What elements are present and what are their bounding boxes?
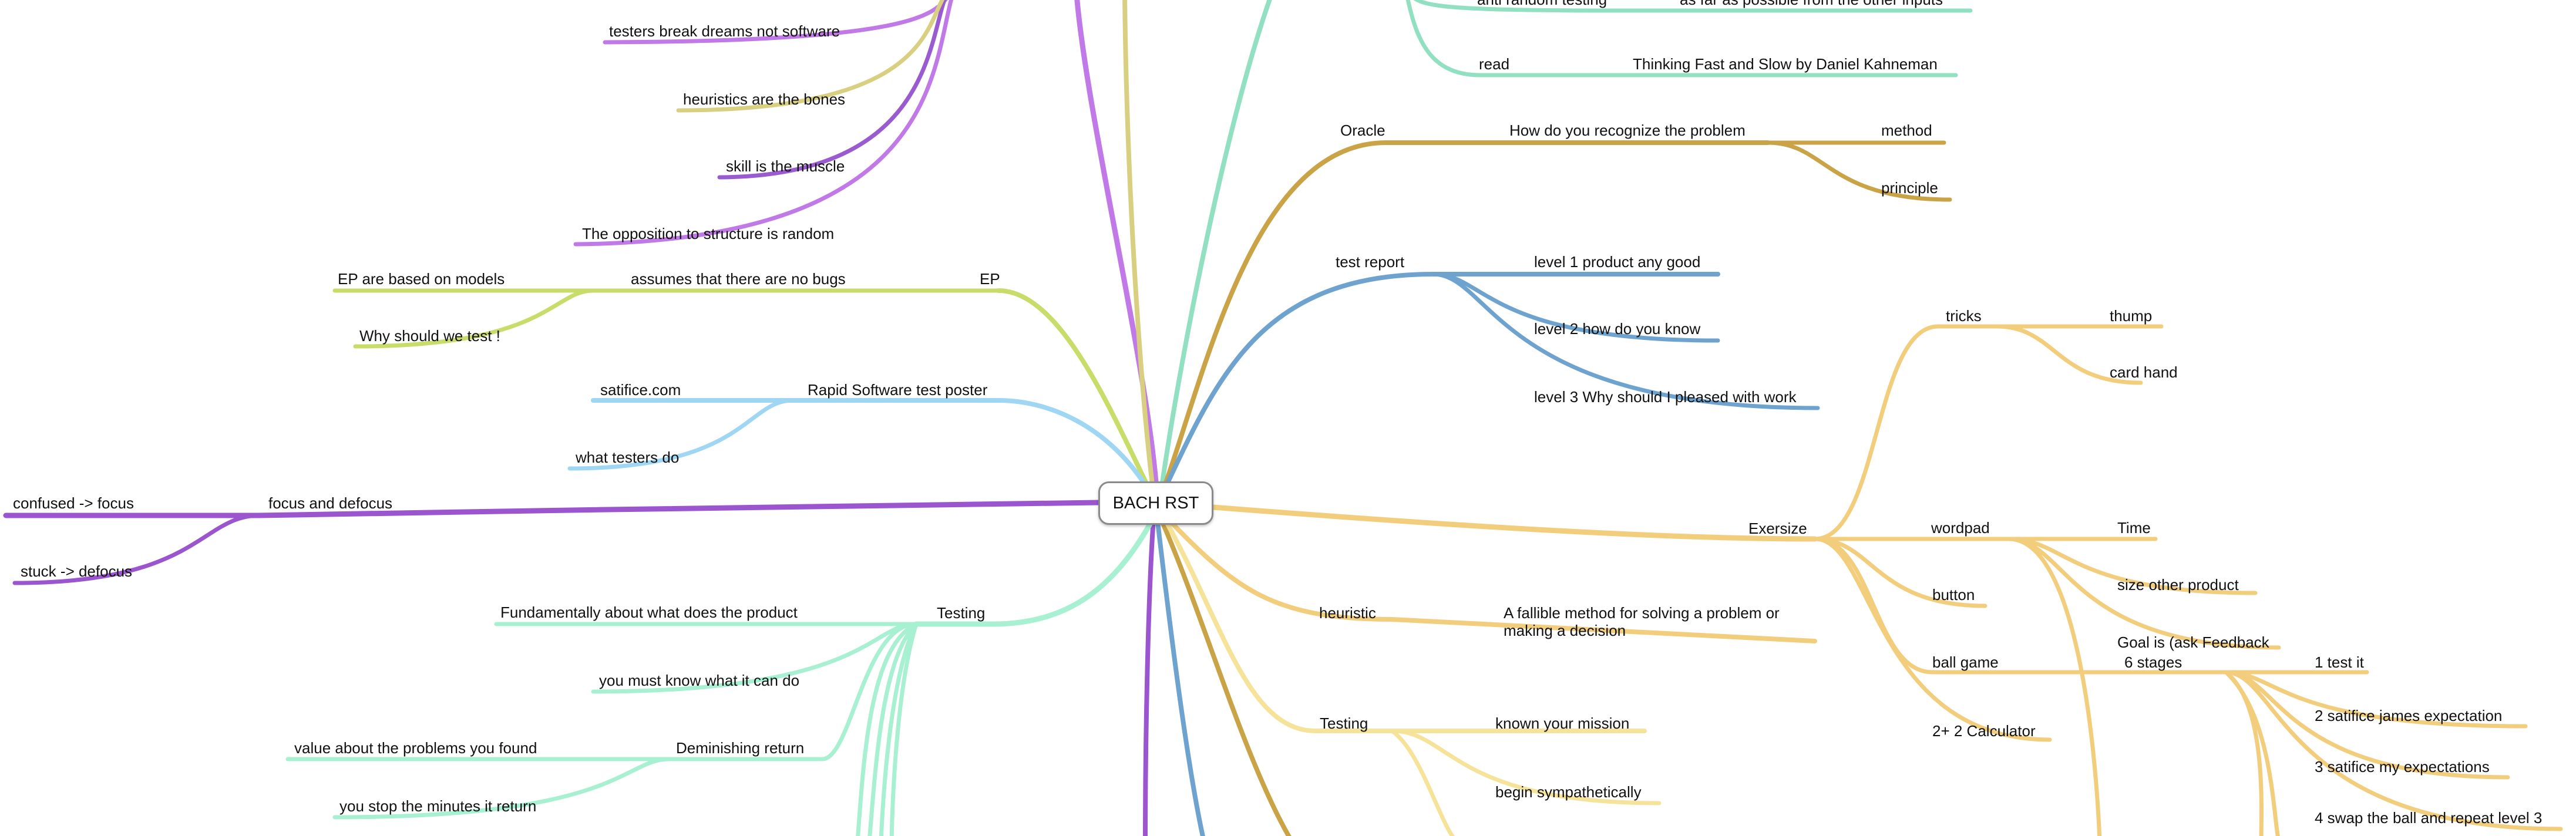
node-level3[interactable]: level 3 Why should I pleased with work bbox=[1534, 388, 1797, 406]
node-thump[interactable]: thump bbox=[2110, 307, 2153, 325]
branch-violet-down bbox=[1143, 508, 1156, 836]
node-principle[interactable]: principle bbox=[1881, 179, 1938, 197]
node-testing-left[interactable]: Testing bbox=[937, 604, 986, 622]
node-as-far[interactable]: as far as possible from the other inputs bbox=[1680, 0, 1943, 8]
node-rapid-poster[interactable]: Rapid Software test poster bbox=[808, 381, 988, 399]
branch-anti-random bbox=[1413, 0, 1973, 13]
node-card-hand[interactable]: card hand bbox=[2110, 363, 2178, 381]
node-opposition-random[interactable]: The opposition to structure is random bbox=[582, 225, 835, 242]
node-fundamentally[interactable]: Fundamentally about what does the produc… bbox=[500, 604, 798, 621]
node-recognize-problem[interactable]: How do you recognize the problem bbox=[1509, 122, 1746, 139]
node-heuristic[interactable]: heuristic bbox=[1319, 604, 1376, 622]
node-goal-feedback[interactable]: Goal is (ask Feedback bbox=[2117, 633, 2269, 651]
branch-button bbox=[1812, 537, 1988, 608]
node-tricks[interactable]: tricks bbox=[1946, 307, 1982, 325]
branch-level3 bbox=[1431, 272, 1820, 410]
branch-olive-heuristics bbox=[676, 0, 945, 113]
branch-stuck-defocus bbox=[12, 513, 261, 585]
branch-card-hand bbox=[1995, 324, 2143, 385]
branch-mint-down-1 bbox=[856, 622, 919, 836]
branch-heuristic bbox=[1158, 508, 1817, 643]
node-calculator[interactable]: 2+ 2 Calculator bbox=[1932, 722, 2036, 740]
branch-swap-ball bbox=[2224, 670, 2563, 831]
node-time[interactable]: Time bbox=[2117, 519, 2151, 537]
node-known-mission[interactable]: known your mission bbox=[1495, 714, 1630, 732]
node-stop-minutes[interactable]: you stop the minutes it return bbox=[339, 797, 537, 815]
branch-mint-down-2 bbox=[867, 622, 919, 836]
branch-stages-down-2 bbox=[2224, 670, 2280, 836]
node-anti-random[interactable]: anti random testing bbox=[1477, 0, 1607, 8]
branch-ep bbox=[996, 288, 1156, 501]
branch-mint-down-3 bbox=[879, 622, 919, 836]
branch-size-other bbox=[2006, 537, 2258, 595]
branch-read bbox=[1405, 0, 1958, 77]
branch-teal-trunk bbox=[1158, 0, 1272, 501]
node-size-other[interactable]: size other product bbox=[2117, 576, 2239, 594]
branch-wordpad-down bbox=[2006, 537, 2102, 836]
node-swap-ball[interactable]: 4 swap the ball and repeat level 3 bbox=[2315, 809, 2543, 827]
node-test-it[interactable]: 1 test it bbox=[2315, 653, 2364, 671]
node-assumes-no-bugs[interactable]: assumes that there are no bugs bbox=[631, 270, 846, 288]
node-confused-focus[interactable]: confused -> focus bbox=[13, 494, 134, 512]
branch-tricks bbox=[1812, 324, 2164, 541]
node-ep-models[interactable]: EP are based on models bbox=[338, 270, 505, 288]
branch-testing-right bbox=[1158, 508, 1647, 733]
branch-olive-trunk bbox=[1122, 0, 1156, 501]
node-thinking-fast[interactable]: Thinking Fast and Slow by Daniel Kahnema… bbox=[1633, 55, 1938, 73]
root-node[interactable]: BACH RST bbox=[1098, 481, 1213, 525]
branch-steel-down bbox=[1155, 514, 1205, 836]
branch-ball-game bbox=[1812, 537, 2369, 675]
node-satifice-com[interactable]: satifice.com bbox=[600, 381, 681, 399]
node-testing-right[interactable]: Testing bbox=[1320, 714, 1368, 732]
node-oracle[interactable]: Oracle bbox=[1340, 122, 1385, 139]
branch-principle bbox=[1765, 140, 1952, 202]
branch-satifice-james bbox=[2224, 670, 2528, 729]
node-heuristics-bones[interactable]: heuristics are the bones bbox=[683, 90, 846, 108]
node-begin-symp[interactable]: begin sympathetically bbox=[1495, 783, 1642, 801]
node-button[interactable]: button bbox=[1932, 586, 1975, 604]
branch-deminishing bbox=[285, 622, 919, 761]
branch-yellow-down bbox=[1390, 729, 1455, 836]
node-fallible[interactable]: A fallible method for solving a problem … bbox=[1504, 604, 1780, 639]
branch-opposition-random bbox=[573, 0, 953, 247]
node-deminishing[interactable]: Deminishing return bbox=[676, 739, 805, 757]
branch-exersize bbox=[1210, 504, 1818, 542]
node-stuck-defocus[interactable]: stuck -> defocus bbox=[21, 562, 133, 580]
branch-purple-trunk bbox=[1074, 0, 1160, 502]
branch-calculator bbox=[1812, 537, 2052, 742]
node-level2[interactable]: level 2 how do you know bbox=[1534, 320, 1701, 338]
node-satifice-my[interactable]: 3 satifice my expectations bbox=[2315, 758, 2490, 776]
node-value-problems[interactable]: value about the problems you found bbox=[294, 739, 537, 757]
node-must-know[interactable]: you must know what it can do bbox=[599, 672, 800, 689]
branch-begin-symp bbox=[1390, 729, 1662, 805]
branch-why-test bbox=[353, 288, 596, 349]
node-ep[interactable]: EP bbox=[980, 270, 1000, 288]
node-focus-defocus[interactable]: focus and defocus bbox=[268, 494, 393, 512]
branch-rapid-poster bbox=[591, 398, 1156, 501]
branch-skill-muscle bbox=[717, 0, 947, 180]
node-exersize[interactable]: Exersize bbox=[1748, 520, 1807, 537]
branch-gold-down bbox=[1158, 514, 1292, 836]
node-testers-break-dreams[interactable]: testers break dreams not software bbox=[609, 22, 840, 40]
node-wordpad[interactable]: wordpad bbox=[1931, 519, 1990, 537]
node-method[interactable]: method bbox=[1881, 122, 1932, 139]
node-read[interactable]: read bbox=[1479, 55, 1510, 73]
branch-stop-minutes bbox=[332, 757, 672, 820]
node-level1[interactable]: level 1 product any good bbox=[1534, 253, 1701, 271]
branch-mint-down-4 bbox=[889, 622, 919, 836]
branch-what-testers bbox=[567, 398, 795, 471]
node-test-report[interactable]: test report bbox=[1336, 253, 1405, 271]
node-ball-game[interactable]: ball game bbox=[1932, 653, 1999, 671]
node-why-test[interactable]: Why should we test ! bbox=[359, 327, 500, 345]
branch-test-report bbox=[1158, 272, 1720, 501]
branch-focus-defocus bbox=[3, 500, 1101, 518]
branch-testing-left bbox=[913, 514, 1157, 627]
node-satifice-james[interactable]: 2 satifice james expectation bbox=[2315, 707, 2503, 724]
node-what-testers-do[interactable]: what testers do bbox=[576, 449, 680, 466]
node-six-stages[interactable]: 6 stages bbox=[2124, 653, 2182, 671]
node-skill-muscle[interactable]: skill is the muscle bbox=[726, 157, 845, 175]
branch-oracle bbox=[1158, 140, 1770, 501]
